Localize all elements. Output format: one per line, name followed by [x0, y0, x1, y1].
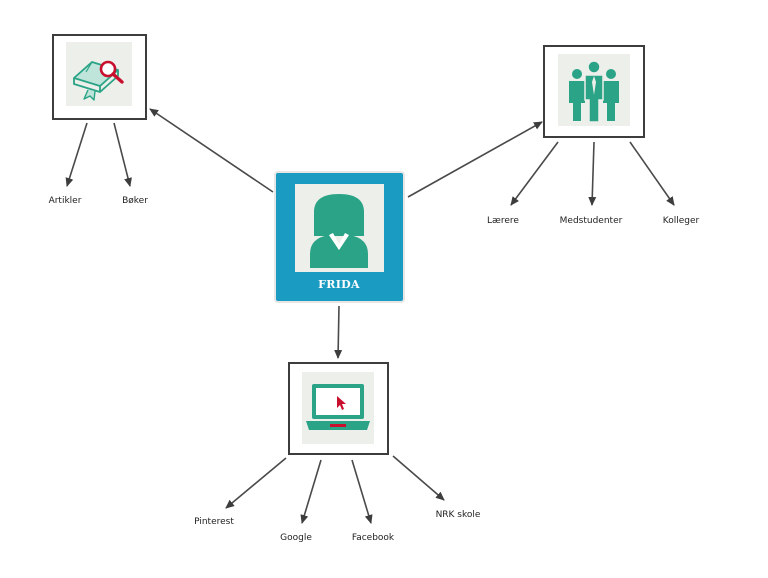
- edge-web-to-pinterest: [225, 457, 287, 509]
- label-google: Google: [280, 533, 312, 543]
- edge-web-to-facebook: [351, 459, 373, 524]
- edge-people-to-medstudenter: [588, 141, 597, 206]
- edge-literature-to-boker: [113, 122, 132, 187]
- edge-literature-to-artikler: [65, 122, 88, 187]
- edge-people-to-kolleger: [629, 141, 675, 206]
- center-node[interactable]: FRIDA: [274, 171, 405, 303]
- label-artikler: Artikler: [49, 196, 82, 206]
- node-web[interactable]: [288, 362, 389, 455]
- people-group-icon: [569, 60, 619, 123]
- edge-center-to-people: [407, 121, 543, 198]
- label-boker: Bøker: [122, 196, 148, 206]
- person-icon: [310, 194, 368, 268]
- label-pinterest: Pinterest: [194, 517, 234, 527]
- edge-web-to-google: [300, 459, 322, 524]
- label-medstudenter: Medstudenter: [560, 216, 623, 226]
- edge-center-to-literature: [149, 108, 274, 193]
- book-magnifier-icon: [73, 60, 124, 101]
- node-literature[interactable]: [52, 34, 147, 120]
- label-facebook: Facebook: [352, 533, 395, 543]
- center-node-label: FRIDA: [318, 278, 360, 291]
- label-kolleger: Kolleger: [663, 216, 700, 226]
- edge-center-to-web: [334, 305, 343, 359]
- label-nrk-skole: NRK skole: [436, 510, 481, 520]
- edge-people-to-laerere: [510, 141, 559, 206]
- edge-web-to-nrk-skole: [392, 455, 445, 501]
- label-laerere: Lærere: [487, 216, 519, 226]
- node-people[interactable]: [543, 45, 645, 138]
- laptop-cursor-icon: [306, 384, 370, 430]
